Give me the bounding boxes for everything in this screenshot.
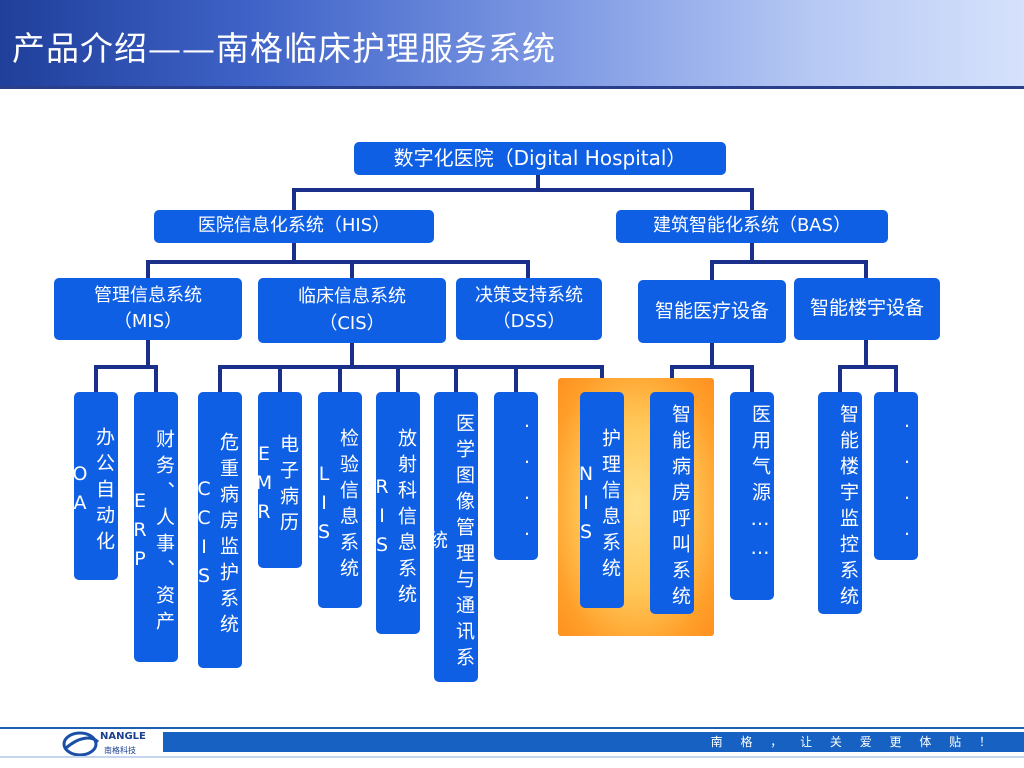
node-bas: 建筑智能化系统（BAS） bbox=[616, 210, 888, 243]
root-node-digital-hospital: 数字化医院（Digital Hospital） bbox=[354, 142, 726, 175]
node-his: 医院信息化系统（HIS） bbox=[154, 210, 434, 243]
node-dss: 决策支持系统 （DSS） bbox=[456, 278, 602, 340]
leaf-call-system-label: 智能病房呼叫系统 bbox=[669, 404, 691, 612]
node-dss-label-line1: 决策支持系统 bbox=[475, 284, 583, 306]
leaf-ris-label: 放射科信息系统RIS bbox=[376, 428, 417, 610]
leaf-building-monitor: 智能楼宇监控系统 bbox=[818, 392, 862, 614]
leaf-emr: 电子病历EMR bbox=[258, 392, 302, 568]
leaf-call-system: 智能病房呼叫系统 bbox=[650, 392, 694, 614]
leaf-erp: 财务、人事、资产ERP bbox=[134, 392, 178, 662]
logo-swoosh-icon bbox=[62, 731, 98, 757]
leaf-medical-gas: 医用气源…… bbox=[730, 392, 774, 600]
leaf-cis-more: ..... bbox=[494, 392, 538, 560]
logo-english-text: NANGLE bbox=[100, 731, 146, 742]
leaf-oa: 办公自动化OA bbox=[74, 392, 118, 580]
node-cis-label-line1: 临床信息系统 bbox=[298, 286, 406, 308]
leaf-nis-label: 护理信息系统NIS bbox=[580, 428, 621, 584]
footer-bottom-line bbox=[0, 756, 1024, 758]
leaf-emr-label: 电子病历EMR bbox=[258, 434, 299, 538]
leaf-oa-label: 办公自动化OA bbox=[74, 427, 115, 557]
logo-arc-icon bbox=[65, 736, 100, 750]
leaf-cis-more-label: ..... bbox=[516, 410, 538, 560]
page-title: 产品介绍——南格临床护理服务系统 bbox=[12, 29, 556, 68]
node-bas-label: 建筑智能化系统（BAS） bbox=[652, 215, 852, 237]
leaf-ris: 放射科信息系统RIS bbox=[376, 392, 420, 634]
node-mis-label-line1: 管理信息系统 bbox=[94, 284, 202, 306]
node-mis: 管理信息系统 （MIS） bbox=[54, 278, 242, 340]
node-his-label: 医院信息化系统（HIS） bbox=[197, 215, 391, 237]
title-banner: 产品介绍——南格临床护理服务系统 bbox=[0, 0, 1024, 86]
title-underline bbox=[0, 86, 1024, 89]
node-medical-devices: 智能医疗设备 bbox=[638, 280, 786, 343]
leaf-building-monitor-label: 智能楼宇监控系统 bbox=[837, 404, 859, 612]
leaf-erp-label: 财务、人事、资产ERP bbox=[134, 429, 175, 637]
leaf-medical-gas-label: 医用气源…… bbox=[749, 404, 771, 566]
logo-chinese-text: 南格科技 bbox=[104, 745, 136, 755]
footer-top-line bbox=[0, 727, 1024, 729]
leaf-ccis-label: 危重病房监护系统CCIS bbox=[198, 432, 239, 640]
root-node-label: 数字化医院（Digital Hospital） bbox=[393, 146, 687, 170]
node-building-devices: 智能楼宇设备 bbox=[794, 278, 940, 340]
leaf-ccis: 危重病房监护系统CCIS bbox=[198, 392, 242, 668]
node-medical-devices-label: 智能医疗设备 bbox=[654, 299, 769, 322]
node-cis: 临床信息系统 （CIS） bbox=[258, 278, 446, 343]
footer-slogan: 南 格 ， 让 关 爱 更 体 贴 ！ bbox=[710, 735, 998, 749]
leaf-building-more-label: ..... bbox=[896, 410, 918, 560]
leaf-pacs-label: 医学图像管理与通讯系统 bbox=[434, 413, 475, 673]
leaf-lis-label: 检验信息系统 LIS bbox=[318, 428, 359, 584]
footer-bar: 南 格 ， 让 关 爱 更 体 贴 ！ bbox=[163, 732, 1024, 752]
node-dss-label-line2: （DSS） bbox=[492, 311, 566, 332]
leaf-nis: 护理信息系统NIS bbox=[580, 392, 624, 608]
node-mis-label-line2: （MIS） bbox=[113, 311, 183, 332]
node-cis-label-line2: （CIS） bbox=[319, 312, 385, 334]
leaf-building-more: ..... bbox=[874, 392, 918, 560]
nangle-logo: NANGLE 南格科技 bbox=[62, 731, 146, 757]
leaf-pacs: 医学图像管理与通讯系统 bbox=[434, 392, 478, 682]
leaf-lis: 检验信息系统 LIS bbox=[318, 392, 362, 608]
node-building-devices-label: 智能楼宇设备 bbox=[809, 297, 924, 320]
